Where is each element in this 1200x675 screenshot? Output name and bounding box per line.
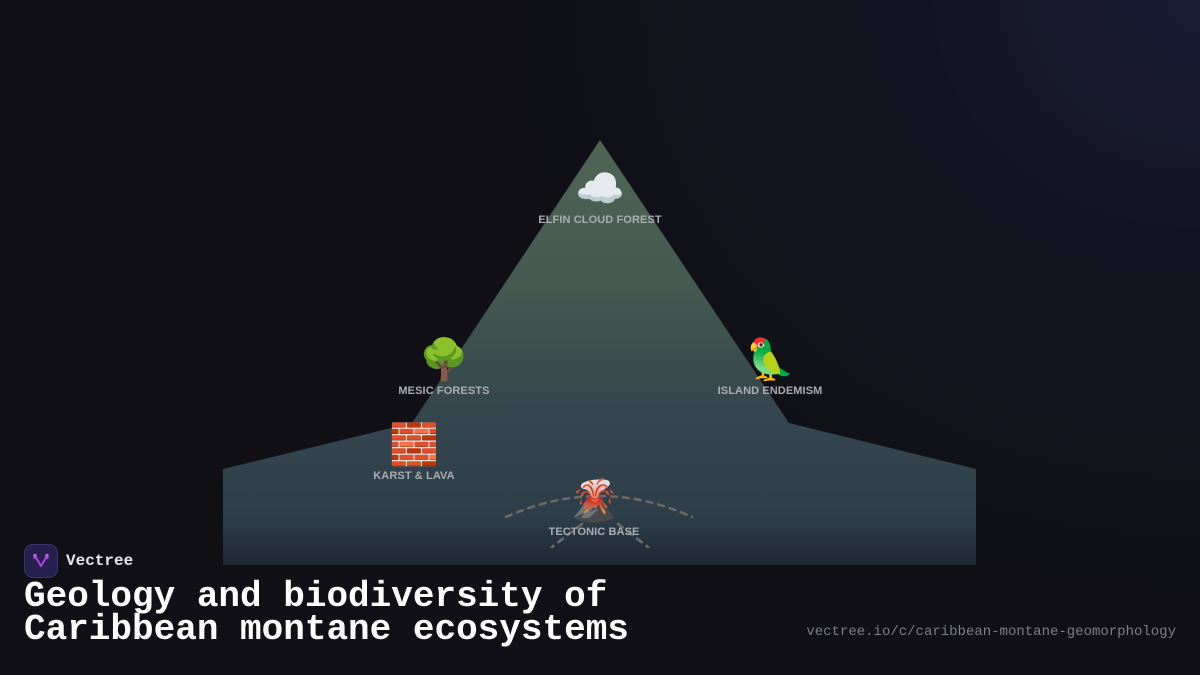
tree-icon: 🌳 — [419, 337, 469, 383]
zone-elfin-cloud-forest: ☁️ ELFIN CLOUD FOREST — [538, 166, 661, 226]
zone-label: MESIC FORESTS — [398, 385, 490, 397]
mountain-polygon — [223, 140, 976, 565]
zone-mesic-forests: 🌳 MESIC FORESTS — [398, 337, 489, 397]
fault-line-left — [550, 522, 584, 549]
zone-tectonic-base: 🌋 TECTONIC BASE — [549, 478, 640, 538]
zone-label: ISLAND ENDEMISM — [717, 385, 823, 397]
page-title: Geology and biodiversity of Caribbean mo… — [24, 576, 629, 650]
source-url: vectree.io/c/caribbean-montane-geomorpho… — [806, 624, 1176, 640]
title-line-1: Geology and biodiversity of — [24, 576, 608, 617]
fault-line-right — [616, 522, 650, 549]
brand-name: Vectree — [66, 552, 134, 570]
brick-icon: 🧱 — [389, 422, 439, 468]
cloud-icon: ☁️ — [575, 166, 625, 212]
zone-island-endemism: 🦜 ISLAND ENDEMISM — [718, 337, 823, 397]
volcano-icon: 🌋 — [569, 478, 619, 524]
brand: Vectree — [24, 544, 133, 578]
zone-label: ELFIN CLOUD FOREST — [538, 214, 662, 226]
tectonic-arc — [504, 494, 694, 519]
zone-label: KARST & LAVA — [373, 470, 455, 482]
zone-label: TECTONIC BASE — [548, 526, 640, 538]
vectree-logo-icon — [24, 544, 58, 578]
title-line-2: Caribbean montane ecosystems — [24, 609, 629, 650]
parrot-icon: 🦜 — [745, 337, 795, 383]
zone-karst-lava: 🧱 KARST & LAVA — [373, 422, 454, 482]
